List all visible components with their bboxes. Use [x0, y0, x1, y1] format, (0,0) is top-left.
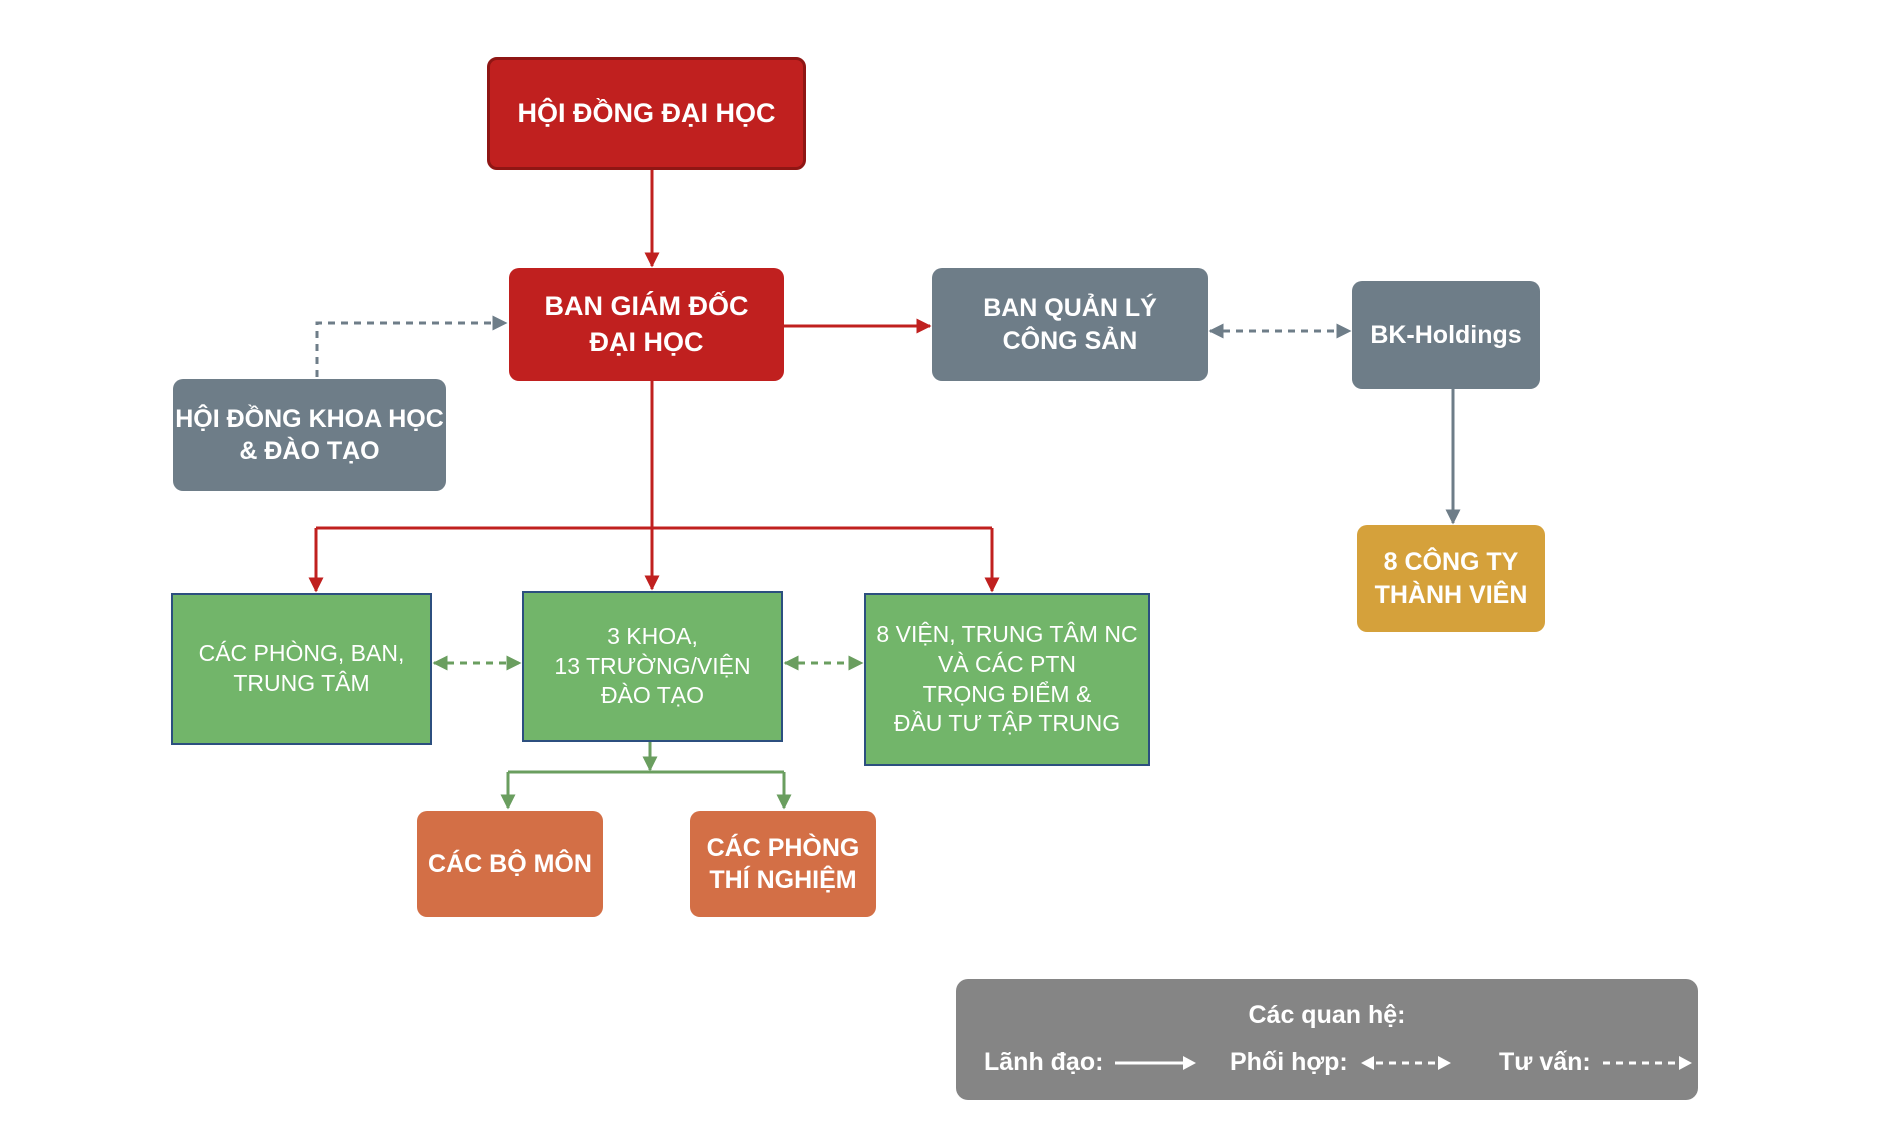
board-of-directors-label: BAN GIÁM ĐỐC ĐẠI HỌC: [544, 291, 749, 357]
institutes-label: 8 VIỆN, TRUNG TÂM NC VÀ CÁC PTN TRỌNG ĐI…: [876, 620, 1138, 737]
departments-node: CÁC BỘ MÔN: [417, 811, 603, 917]
asset-management-label: BAN QUẢN LÝ CÔNG SẢN: [983, 294, 1157, 355]
legend-coordination: Phối hợp:: [1230, 1048, 1452, 1077]
science-council-node: HỘI ĐỒNG KHOA HỌC & ĐÀO TẠO: [173, 379, 446, 491]
legend-advisory: Tư vấn:: [1499, 1048, 1693, 1077]
legend-advisory-label: Tư vấn:: [1499, 1048, 1591, 1076]
offices-node: CÁC PHÒNG, BAN, TRUNG TÂM: [171, 593, 432, 745]
legend-coordination-label: Phối hợp:: [1230, 1048, 1348, 1076]
labs-node: CÁC PHÒNG THÍ NGHIỆM: [690, 811, 876, 917]
legend-leadership-label: Lãnh đạo:: [984, 1048, 1104, 1076]
legend-leadership: Lãnh đạo:: [984, 1048, 1197, 1077]
legend-title: Các quan hệ:: [1248, 1001, 1406, 1029]
institutes-node: 8 VIỆN, TRUNG TÂM NC VÀ CÁC PTN TRỌNG ĐI…: [864, 593, 1150, 766]
dashed-double-arrow-icon: [1360, 1055, 1451, 1070]
link-science-advisory: [315, 315, 508, 377]
member-companies-label: 8 CÔNG TY THÀNH VIÊN: [1374, 548, 1528, 609]
board-of-directors-node: BAN GIÁM ĐỐC ĐẠI HỌC: [509, 268, 784, 381]
solid-arrow-icon: [1115, 1055, 1197, 1070]
legend-panel: Các quan hệ: Lãnh đạo: Phối hợp: Tư vấn:: [956, 979, 1698, 1100]
faculties-label: 3 KHOA, 13 TRƯỜNG/VIỆN ĐÀO TẠO: [554, 622, 751, 709]
university-council-label: HỘI ĐỒNG ĐẠI HỌC: [517, 97, 776, 128]
bk-holdings-node: BK-Holdings: [1352, 281, 1540, 389]
departments-label: CÁC BỘ MÔN: [428, 849, 592, 878]
faculties-node: 3 KHOA, 13 TRƯỜNG/VIỆN ĐÀO TẠO: [522, 591, 783, 742]
dashed-arrow-icon: [1602, 1055, 1692, 1070]
offices-label: CÁC PHÒNG, BAN, TRUNG TÂM: [198, 640, 405, 696]
science-council-label: HỘI ĐỒNG KHOA HỌC & ĐÀO TẠO: [175, 404, 444, 466]
asset-management-node: BAN QUẢN LÝ CÔNG SẢN: [932, 268, 1208, 381]
bk-holdings-label: BK-Holdings: [1370, 320, 1522, 349]
labs-label: CÁC PHÒNG THÍ NGHIỆM: [706, 833, 860, 895]
member-companies-node: 8 CÔNG TY THÀNH VIÊN: [1357, 525, 1545, 632]
university-council-node: HỘI ĐỒNG ĐẠI HỌC: [487, 57, 806, 170]
